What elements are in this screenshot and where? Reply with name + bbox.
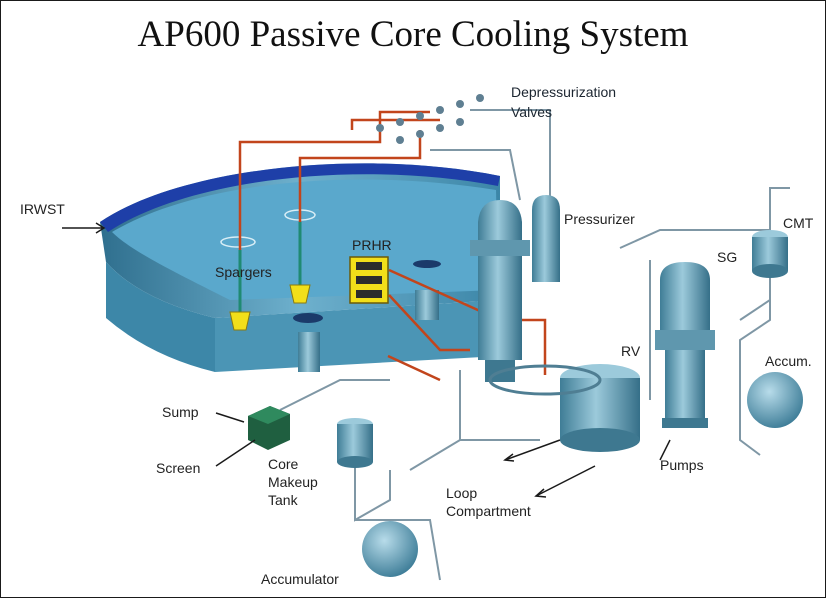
accumulator-right — [747, 372, 803, 428]
core-makeup-tank — [337, 418, 373, 468]
cmt-tank — [752, 230, 788, 278]
label-tank: Tank — [268, 492, 299, 508]
label-spargers: Spargers — [215, 264, 272, 280]
label-makeup: Makeup — [268, 474, 318, 490]
label-valves: Valves — [511, 104, 552, 120]
label-prhr: PRHR — [352, 237, 392, 253]
label-irwst: IRWST — [20, 201, 65, 217]
label-pumps: Pumps — [660, 457, 704, 473]
steam-generator — [655, 262, 715, 428]
diagram-title: AP600 Passive Core Cooling System — [138, 14, 689, 55]
irwst-tank — [100, 163, 500, 372]
prhr-heat-exchanger — [293, 256, 441, 372]
accumulator-bottom — [362, 521, 418, 577]
callout-arrows — [62, 222, 671, 498]
label-compartment: Compartment — [446, 503, 531, 519]
label-sg: SG — [717, 249, 737, 265]
label-depressurization: Depressurization — [511, 84, 616, 100]
label-sump: Sump — [162, 404, 199, 420]
spargers — [220, 209, 316, 331]
pressurizer — [532, 195, 560, 282]
sump-screen — [248, 406, 290, 450]
label-cmt: CMT — [783, 215, 814, 231]
label-accum: Accum. — [765, 353, 812, 369]
depressurization-valves — [376, 94, 484, 144]
label-screen: Screen — [156, 460, 200, 476]
label-loop: Loop — [446, 485, 477, 501]
red-piping — [238, 110, 547, 382]
label-accumulator: Accumulator — [261, 571, 339, 587]
reactor-vessel — [488, 364, 640, 452]
label-pressurizer: Pressurizer — [564, 211, 635, 227]
tall-vessel — [470, 200, 530, 382]
label-core: Core — [268, 456, 299, 472]
label-rv: RV — [621, 343, 641, 359]
